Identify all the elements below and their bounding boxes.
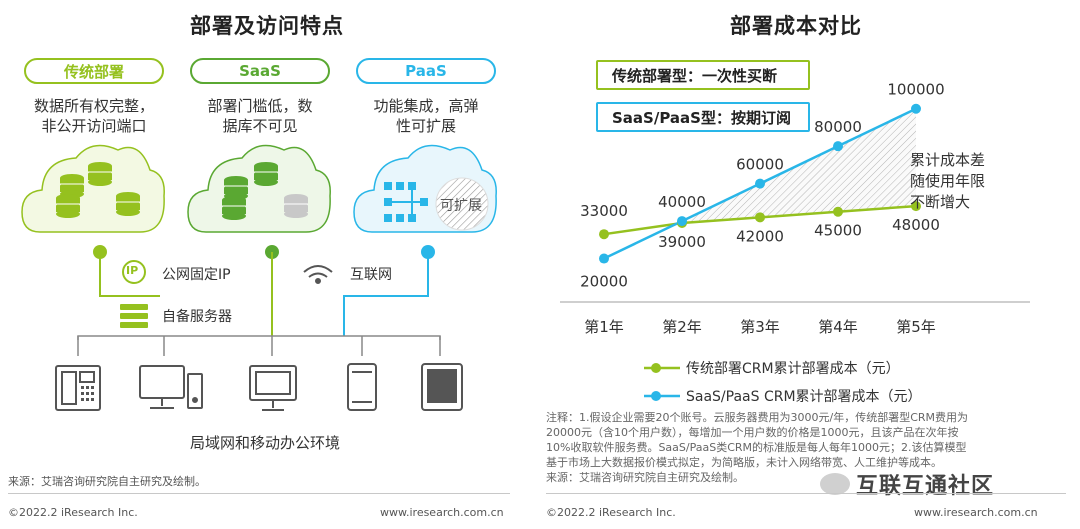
cost-chart: 33000 39000 42000 45000 48000 20000 40000 60000… xyxy=(560,81,1030,336)
gap-annotation-line-2: 随使用年限 xyxy=(910,172,986,190)
gap-annotation-line-3: 不断增大 xyxy=(910,193,971,211)
point-0-0 xyxy=(599,229,609,240)
data-label-1-3: 80000 xyxy=(814,118,862,136)
legend-saas: SaaS/PaaS CRM累计部署成本（元） xyxy=(644,386,922,406)
self-server-label: 自备服务器 xyxy=(162,309,232,325)
watermark-text: 互联互通社区 xyxy=(856,474,995,499)
gap-annotation: 累计成本差 随使用年限 不断增大 xyxy=(910,150,985,213)
point-0-2 xyxy=(755,212,765,223)
pill-traditional: 传统部署 xyxy=(24,58,164,84)
left-copyright: ©2022.2 iResearch Inc. xyxy=(8,506,138,519)
chart-note-source: 来源：艾瑞咨询研究院自主研究及绘制。 xyxy=(546,471,744,484)
server-icon xyxy=(120,304,148,328)
traditional-box: 传统部署型：一次性买断 xyxy=(596,60,810,90)
point-1-0 xyxy=(599,253,609,264)
device-desktop-icon xyxy=(139,365,203,409)
tick-label-1: 第2年 xyxy=(662,318,702,336)
tick-label-0: 第1年 xyxy=(584,318,624,336)
data-label-0-1: 39000 xyxy=(658,233,706,251)
tick-label-3: 第4年 xyxy=(818,318,858,336)
watermark-logo-icon xyxy=(820,473,850,495)
pill-paas: PaaS xyxy=(356,58,496,84)
left-divider xyxy=(8,493,510,494)
chart-title: 部署成本对比 xyxy=(730,14,862,38)
ip-icon-label: IP xyxy=(126,264,139,277)
point-1-3 xyxy=(833,141,843,152)
pill-saas: SaaS xyxy=(190,58,330,84)
desc-saas: 部署门槛低，数据库不可见 xyxy=(207,97,313,135)
data-label-1-0: 20000 xyxy=(580,273,628,291)
desc-paas: 功能集成，高弹性可扩展 xyxy=(373,97,479,135)
cloud-saas-icon xyxy=(187,144,331,233)
desc-traditional: 数据所有权完整，非公开访问端口 xyxy=(33,97,154,135)
watermark: 互联互通社区 xyxy=(820,468,994,500)
device-tablet-icon xyxy=(421,363,463,411)
data-label-1-1: 40000 xyxy=(658,193,706,211)
legend-traditional: 传统部署CRM累计部署成本（元） xyxy=(644,358,900,378)
internet-label: 互联网 xyxy=(350,267,392,283)
fixed-ip-label: 公网固定IP xyxy=(162,267,231,283)
legend-saas-label: SaaS/PaaS CRM累计部署成本（元） xyxy=(686,389,922,405)
data-label-0-0: 33000 xyxy=(580,202,628,220)
saas-box: SaaS/PaaS型：按期订阅 xyxy=(596,102,810,132)
device-monitor-icon xyxy=(249,365,297,411)
connector-lines xyxy=(77,245,441,356)
data-label-0-4: 48000 xyxy=(892,216,940,234)
right-divider xyxy=(546,493,1066,494)
tick-label-2: 第3年 xyxy=(740,318,780,336)
point-1-4 xyxy=(911,103,921,114)
ip-icon xyxy=(122,260,146,284)
point-0-4 xyxy=(911,201,921,212)
data-label-0-2: 42000 xyxy=(736,227,784,245)
device-mobile-icon xyxy=(347,363,377,411)
left-website: www.iresearch.com.cn xyxy=(380,506,504,519)
gap-annotation-line-1: 累计成本差 xyxy=(910,151,986,169)
device-phone-icon xyxy=(55,365,101,411)
chart-note-line-1: 注释：1.假设企业需要20个账号。云服务器费用为3000元/年，传统部署型CRM… xyxy=(546,411,969,424)
chart-note: 注释：1.假设企业需要20个账号。云服务器费用为3000元/年，传统部署型CRM… xyxy=(546,410,1076,485)
tick-label-4: 第5年 xyxy=(896,318,936,336)
expandable-label: 可扩展 xyxy=(440,198,482,214)
chart-note-line-4: 基于市场上大数据报价模式拟定，为简略版，未计入网络带宽、人工维护等成本。 xyxy=(546,456,942,469)
cloud-paas-icon xyxy=(353,144,497,233)
lan-label: 局域网和移动办公环境 xyxy=(190,434,341,452)
data-label-1-4: 100000 xyxy=(887,81,944,99)
wifi-icon xyxy=(303,265,333,284)
data-label-0-3: 45000 xyxy=(814,222,862,240)
chart-note-line-2: 20000元（含10个用户数），每增加一个用户数的价格是1000元，且该产品在次… xyxy=(546,426,959,439)
right-copyright: ©2022.2 iResearch Inc. xyxy=(546,506,676,519)
cloud-traditional-icon xyxy=(21,144,165,233)
point-1-1 xyxy=(677,216,687,227)
point-0-3 xyxy=(833,206,843,217)
deployment-diagram xyxy=(21,144,497,411)
left-title: 部署及访问特点 xyxy=(190,14,344,38)
chart-note-line-3: 10%收取软件服务费。SaaS/PaaS类CRM的标准版是每人每年1000元；2… xyxy=(546,441,967,454)
point-1-2 xyxy=(755,178,765,189)
data-label-1-2: 60000 xyxy=(736,156,784,174)
left-source: 来源：艾瑞咨询研究院自主研究及绘制。 xyxy=(8,475,206,488)
right-website: www.iresearch.com.cn xyxy=(914,506,1038,519)
legend-traditional-label: 传统部署CRM累计部署成本（元） xyxy=(686,361,900,377)
